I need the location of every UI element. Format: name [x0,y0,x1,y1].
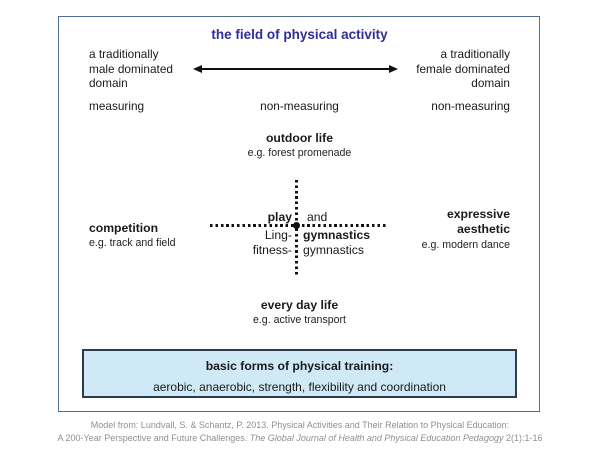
measuring-label-center: non-measuring [260,99,339,113]
cross-word-fitness: fitness- [252,243,292,257]
cross-word-and: and [307,210,328,224]
cross-word-play: play [267,210,292,224]
measuring-label-right: non-measuring [431,99,510,113]
arrow-right-head-icon [389,64,398,73]
measuring-label-left: measuring [89,99,145,113]
training-box-heading: basic forms of physical training: [205,359,394,373]
outdoor-life-example: e.g. forest promenade [247,147,352,159]
cross-word-ling: Ling- [264,228,292,242]
outdoor-life-label: outdoor life [265,131,334,145]
arrow-left-head-icon [193,64,202,73]
every-day-life-label: every day life [260,298,339,312]
training-box-items: aerobic, anaerobic, strength, flexibilit… [153,380,446,394]
cross-word-gymnastics-regular: gymnastics [303,243,364,257]
diagram-frame [58,16,540,412]
double-headed-arrow [193,64,398,74]
basic-training-box: basic forms of physical training: aerobi… [82,349,517,398]
citation-line-2-suffix: 2(1):1-16 [503,432,543,443]
female-dominated-pole-label: a traditionally female dominated domain [416,47,510,90]
cross-word-gymnastics-bold: gymnastics [303,228,371,242]
expressive-aesthetic-label: expressive aesthetic [446,207,510,236]
competition-example: e.g. track and field [89,237,176,249]
citation-line-2: A 200-Year Perspective and Future Challe… [0,432,600,445]
diagram-title: the field of physical activity [211,27,388,42]
every-day-life-example: e.g. active transport [252,314,347,326]
source-citation: Model from: Lundvall, S. & Schantz, P. 2… [0,419,600,444]
axis-center-dot-icon [293,222,300,229]
citation-line-2-prefix: A 200-Year Perspective and Future Challe… [57,432,250,443]
arrow-shaft [199,68,392,70]
citation-journal-title: The Global Journal of Health and Physica… [249,432,504,443]
citation-line-1: Model from: Lundvall, S. & Schantz, P. 2… [90,420,510,430]
expressive-aesthetic-example: e.g. modern dance [421,239,510,251]
male-dominated-pole-label: a traditionally male dominated domain [89,47,173,90]
competition-label: competition [89,221,159,235]
